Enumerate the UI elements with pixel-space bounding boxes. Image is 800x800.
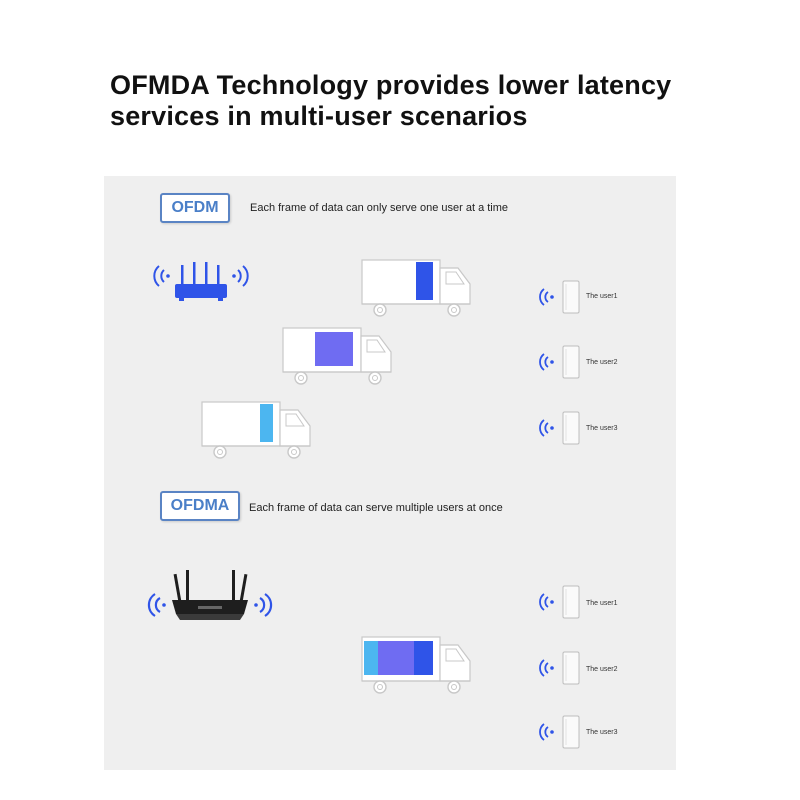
ofdm-tag: OFDM [160, 193, 230, 223]
ofdma-tag: OFDMA [160, 491, 240, 521]
ofdma-frame-user2 [378, 641, 414, 675]
ofdma-user2-label: The user2 [586, 666, 618, 673]
ofdm-description: Each frame of data can only serve one us… [250, 202, 509, 214]
ofdm-user1-label: The user1 [586, 293, 618, 300]
ofdm-user2-device-icon [539, 345, 580, 379]
ofdma-frame-user3 [364, 641, 378, 675]
ofdma-user1-device-icon [539, 585, 580, 619]
ofdm-frame-user2 [315, 332, 353, 366]
title-line-2: services in multi-user scenarios [110, 101, 528, 131]
ofdm-user3-device-icon [539, 411, 580, 445]
title-line-1: OFMDA Technology provides lower latency [110, 70, 672, 100]
ofdma-user2-device-icon [539, 651, 580, 685]
ofdm-user1-device-icon [539, 280, 580, 314]
ofdm-frame-user3 [260, 404, 273, 442]
ofdm-router-icon [153, 262, 249, 301]
ofdma-user3-label: The user3 [586, 729, 618, 736]
ofdma-frame-user1 [414, 641, 433, 675]
ofdm-frame-user1 [416, 262, 433, 300]
ofdm-user2-label: The user2 [586, 359, 618, 366]
ofdma-router-icon [147, 570, 273, 620]
ofdma-truck [361, 636, 471, 694]
ofdm-truck-3 [201, 401, 311, 459]
ofdma-description: Each frame of data can serve multiple us… [249, 502, 503, 514]
ofdm-truck-2 [282, 327, 392, 385]
ofdma-user3-device-icon [539, 715, 580, 749]
ofdma-user1-label: The user1 [586, 600, 618, 607]
ofdm-truck-1 [361, 259, 471, 317]
ofdm-user3-label: The user3 [586, 425, 618, 432]
page-title: OFMDA Technology provides lower latency … [110, 70, 790, 132]
